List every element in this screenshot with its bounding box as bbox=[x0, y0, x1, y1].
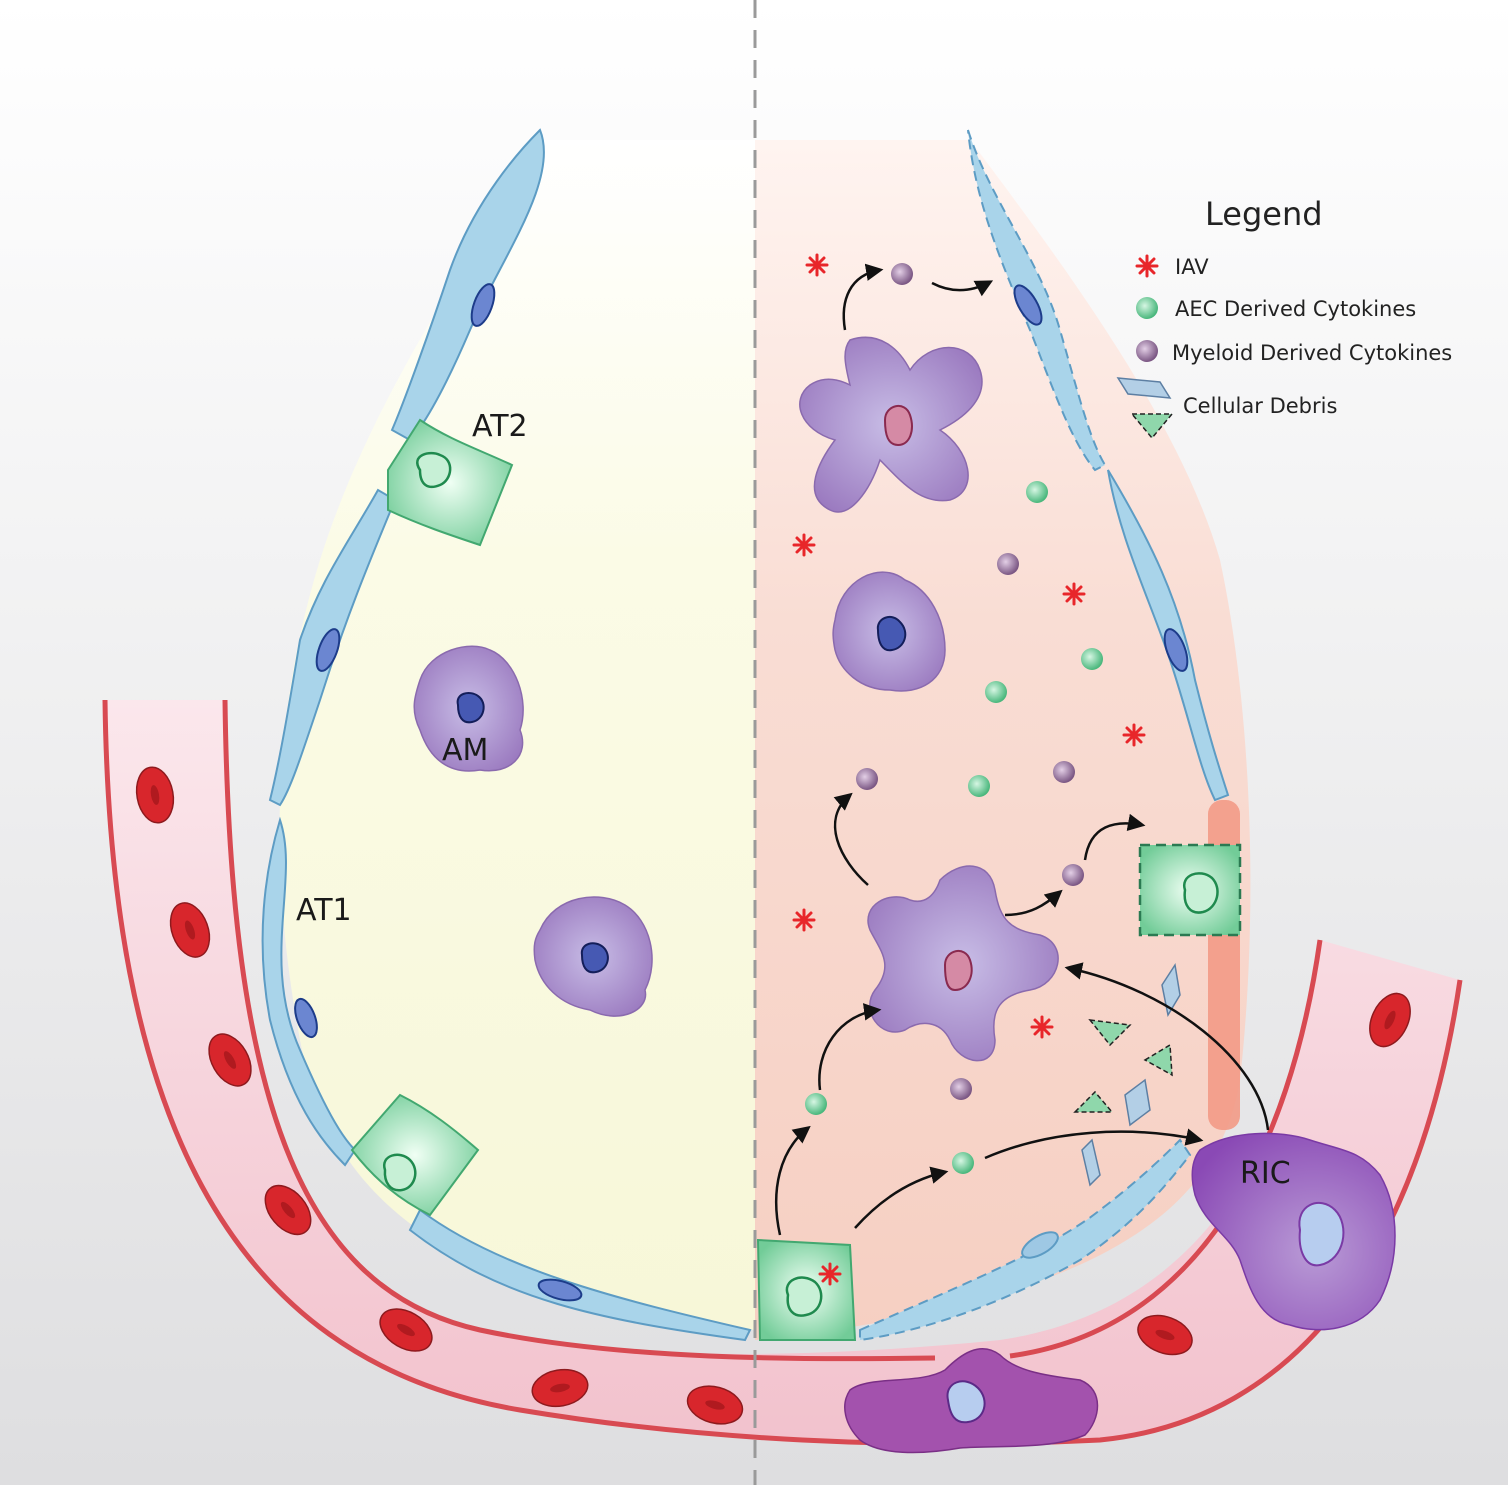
at2-label: AT2 bbox=[472, 409, 528, 444]
legend-item-label: IAV bbox=[1175, 255, 1209, 279]
legend: Legend IAV AEC Derived Cytokines Myeloid… bbox=[1116, 195, 1452, 440]
debris-piece bbox=[1124, 1078, 1151, 1127]
legend-item-label: Myeloid Derived Cytokines bbox=[1172, 341, 1452, 365]
at2-cell bbox=[387, 418, 514, 547]
legend-item-label: Cellular Debris bbox=[1183, 394, 1337, 418]
at2-cell bbox=[350, 1093, 480, 1217]
activated-macrophage-upper bbox=[799, 336, 983, 513]
arrow bbox=[842, 263, 884, 331]
iav-icon bbox=[792, 908, 816, 932]
arrow bbox=[984, 1128, 1204, 1160]
legend-item-label: AEC Derived Cytokines bbox=[1175, 297, 1416, 321]
am-label: AM bbox=[442, 733, 488, 768]
aec-cytokine bbox=[1081, 648, 1103, 670]
activated-macrophage-lower bbox=[867, 865, 1059, 1062]
at1-nucleus bbox=[1013, 284, 1043, 326]
vessel-inner-wall-left bbox=[222, 699, 936, 1362]
left-epithelium bbox=[261, 128, 752, 1342]
debris-piece bbox=[1088, 1019, 1132, 1047]
iav-icon bbox=[1062, 582, 1086, 606]
myeloid-cytokine bbox=[891, 263, 913, 285]
at1-cell-damaged-bottom bbox=[859, 1138, 1192, 1342]
red-star-icon bbox=[1135, 254, 1159, 278]
legend-title: Legend bbox=[1205, 195, 1323, 233]
debris-piece bbox=[1073, 1090, 1114, 1113]
debris-icon bbox=[1116, 377, 1174, 440]
cellular-debris bbox=[1073, 962, 1181, 1187]
myeloid-cytokine bbox=[950, 1078, 972, 1100]
debris-piece bbox=[1081, 1138, 1101, 1187]
arrow bbox=[931, 280, 994, 297]
at1-cell-bottom bbox=[408, 1208, 752, 1342]
at1-nucleus bbox=[1021, 1231, 1059, 1259]
signaling-arrows bbox=[774, 263, 1270, 1236]
alveolar-macrophage bbox=[413, 645, 524, 772]
at1-nucleus bbox=[470, 283, 496, 327]
arrow bbox=[1004, 889, 1063, 917]
myeloid-cytokine bbox=[997, 553, 1019, 575]
at1-cell-upper bbox=[390, 128, 545, 442]
iav-icon bbox=[1030, 1015, 1054, 1039]
arrow bbox=[818, 1003, 882, 1091]
myeloid-cytokine bbox=[856, 768, 878, 790]
arrow bbox=[854, 1166, 949, 1229]
myeloid-cytokine bbox=[1062, 864, 1084, 886]
myeloid-cytokines bbox=[856, 263, 1084, 1100]
aec-cytokine bbox=[968, 775, 990, 797]
iav-icon bbox=[818, 1262, 842, 1286]
myeloid-cytokine bbox=[1053, 761, 1075, 783]
aec-cytokine bbox=[952, 1152, 974, 1174]
alveolar-macrophage bbox=[533, 896, 653, 1017]
arrow bbox=[1083, 813, 1146, 861]
iav-icon bbox=[1122, 723, 1146, 747]
infected-at2-cell bbox=[756, 1238, 857, 1341]
at1-nucleus bbox=[537, 1278, 583, 1302]
at1-cell-lower bbox=[261, 816, 357, 1167]
iav-icon bbox=[792, 533, 816, 557]
ric-label: RIC bbox=[1240, 1156, 1291, 1191]
at1-nucleus bbox=[294, 997, 318, 1039]
aec-cytokine bbox=[805, 1093, 827, 1115]
at1-label: AT1 bbox=[296, 893, 352, 928]
arrow bbox=[1064, 962, 1270, 1131]
iav-icon bbox=[805, 253, 829, 277]
alveolar-macrophage-right bbox=[832, 571, 946, 692]
purple-dot-icon bbox=[1136, 340, 1158, 362]
debris-piece bbox=[1143, 1043, 1173, 1077]
aec-cytokine bbox=[1026, 481, 1048, 503]
green-dot-icon bbox=[1136, 297, 1158, 319]
aec-cytokine bbox=[985, 681, 1007, 703]
vessel-immune-cell bbox=[844, 1348, 1099, 1454]
aec-cytokines bbox=[805, 481, 1103, 1174]
recruited-immune-cell bbox=[1191, 1132, 1396, 1331]
damaged-at2-cell bbox=[1138, 843, 1242, 937]
arrow bbox=[833, 792, 869, 886]
arrow bbox=[774, 1125, 811, 1236]
at1-nucleus bbox=[1163, 628, 1189, 672]
at1-nucleus bbox=[315, 628, 341, 672]
